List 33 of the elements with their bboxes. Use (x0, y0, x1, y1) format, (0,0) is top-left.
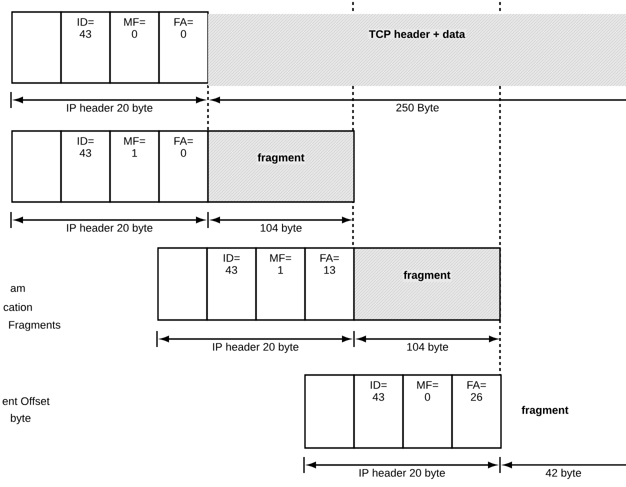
header-field: ID= 43 (353, 374, 404, 449)
dimension-label: IP header 20 byte (213, 342, 298, 353)
dimension-label: 250 Byte (396, 104, 439, 114)
header-field: FA= 0 (158, 130, 209, 203)
legend-text: ent Offset (2, 396, 50, 406)
header-field (304, 374, 355, 449)
legend-text: byte (10, 414, 30, 424)
header-field (11, 11, 62, 84)
header-field: FA= 26 (451, 374, 502, 449)
header-field: MF= 1 (109, 130, 160, 203)
data-segment: fragment (353, 247, 501, 321)
header-field: ID= 43 (60, 11, 111, 84)
legend-text: Fragments (9, 321, 60, 331)
header-field: FA= 13 (304, 247, 355, 321)
dimension-label: IP header 20 byte (360, 468, 445, 479)
header-field (157, 247, 208, 321)
dimension-label: IP header 20 byte (67, 104, 152, 114)
header-field: FA= 0 (158, 11, 209, 84)
legend-text: cation (4, 302, 32, 312)
header-field: ID= 43 (206, 247, 257, 321)
header-field: MF= 1 (255, 247, 306, 321)
header-field: MF= 0 (402, 374, 453, 449)
legend-text: am (10, 286, 25, 292)
data-segment: fragment (207, 130, 355, 203)
segment-label: fragment (522, 406, 568, 416)
header-field: ID= 43 (60, 130, 111, 203)
dimension-label: 42 byte (546, 468, 582, 479)
header-field (11, 130, 62, 203)
dimension-label: 104 byte (260, 224, 302, 234)
data-segment: TCP header + data (208, 14, 626, 86)
dimension-label: 104 byte (407, 342, 448, 353)
dimension-label: IP header 20 byte (67, 224, 152, 234)
header-field: MF= 0 (109, 11, 160, 84)
